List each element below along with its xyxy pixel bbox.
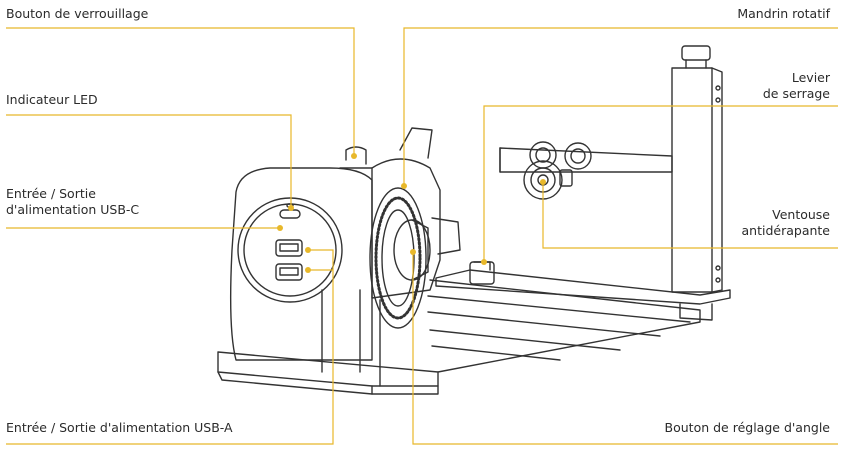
leader-ventouse <box>542 182 838 249</box>
label-usb-c-line1: Entrée / Sortie <box>6 186 96 201</box>
label-mandrin-rotatif: Mandrin rotatif <box>737 6 830 21</box>
angle-dial <box>369 187 427 329</box>
label-ventouse-line2: antidérapante <box>741 223 831 238</box>
leader-indicateur-led <box>6 114 292 208</box>
leader-dots <box>277 153 546 273</box>
label-levier-line2: de serrage <box>762 86 830 101</box>
leader-mandrin <box>403 27 838 186</box>
port-panel <box>237 197 343 303</box>
label-usb-c-line2: d'alimentation USB-C <box>6 202 140 217</box>
leader-bouton-verrouillage <box>6 27 355 156</box>
usb-c-port <box>279 209 301 219</box>
clamp-arm <box>499 147 673 173</box>
leader-levier <box>483 105 838 262</box>
label-levier-serrage: Levier de serrage <box>763 70 830 102</box>
leader-usb-a-1 <box>6 249 334 445</box>
usb-a-port-2 <box>275 263 303 281</box>
label-ventouse: Ventouse antidérapante <box>742 207 831 239</box>
label-ventouse-line1: Ventouse <box>772 207 830 222</box>
chuck-body <box>371 158 441 299</box>
housing <box>229 167 373 361</box>
base-plate <box>217 351 439 387</box>
carriage-plate <box>435 269 731 305</box>
label-usb-a: Entrée / Sortie d'alimentation USB-A <box>6 420 233 435</box>
vertical-post <box>671 67 713 293</box>
lock-button <box>345 146 367 165</box>
leader-bouton-angle <box>412 252 838 445</box>
label-usb-c: Entrée / Sortie d'alimentation USB-C <box>6 186 139 218</box>
usb-a-port-1 <box>275 239 303 257</box>
label-bouton-angle: Bouton de réglage d'angle <box>664 420 830 435</box>
device-outline <box>217 45 731 395</box>
label-bouton-verrouillage: Bouton de verrouillage <box>6 6 149 21</box>
leader-lines <box>6 27 838 445</box>
label-levier-line1: Levier <box>791 70 830 85</box>
label-indicateur-led: Indicateur LED <box>6 92 98 107</box>
